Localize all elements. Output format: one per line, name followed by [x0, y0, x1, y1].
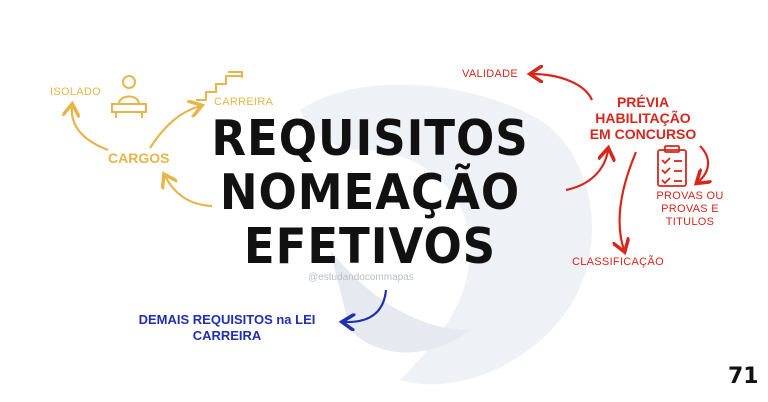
title-line-1: REQUISITOS: [211, 110, 529, 167]
stairs-icon: [196, 71, 243, 101]
arrow-previa-classificacao: [620, 151, 638, 250]
page-number: 71: [728, 364, 759, 389]
main-title: REQUISITOS NOMEAÇÃO EFETIVOS: [190, 112, 550, 274]
label-provas: PROVAS OU PROVAS E TITULOS: [650, 190, 730, 229]
label-isolado: ISOLADO: [50, 86, 102, 98]
label-classificacao: CLASSIFICAÇÃO: [572, 256, 664, 268]
arrow-previa-provas: [698, 145, 708, 182]
label-cargos: CARGOS: [108, 150, 170, 166]
provas-line-3: TITULOS: [665, 216, 715, 228]
title-line-3: EFETIVOS: [243, 218, 497, 275]
arrow-title-previa: [565, 150, 608, 192]
previa-line-1: PRÉVIA: [616, 94, 670, 110]
watermark: @estudandocommapas: [308, 272, 414, 283]
label-previa-habilitacao: PRÉVIA HABILITAÇÃO EM CONCURSO: [578, 94, 708, 142]
label-carreira: CARREIRA: [214, 96, 274, 108]
arrow-previa-validade: [532, 74, 594, 101]
previa-line-2: HABILITAÇÃO: [595, 110, 691, 126]
provas-line-1: PROVAS OU: [656, 190, 724, 202]
demais-line-2: CARREIRA: [192, 328, 262, 343]
label-validade: VALIDADE: [462, 68, 518, 80]
demais-line-1: DEMAIS REQUISITOS na LEI: [138, 312, 316, 327]
arrow-title-demais: [344, 289, 388, 322]
arrow-title-cargos: [165, 176, 213, 208]
provas-line-2: PROVAS E: [661, 203, 719, 215]
arrow-cargos-isolado: [72, 106, 109, 152]
title-line-2: NOMEAÇÃO: [219, 164, 521, 221]
arrow-cargos-carreira: [149, 106, 200, 149]
label-demais-requisitos: DEMAIS REQUISITOS na LEI CARREIRA: [118, 312, 336, 344]
person-at-desk-icon: [111, 75, 147, 118]
previa-line-3: EM CONCURSO: [589, 126, 697, 142]
